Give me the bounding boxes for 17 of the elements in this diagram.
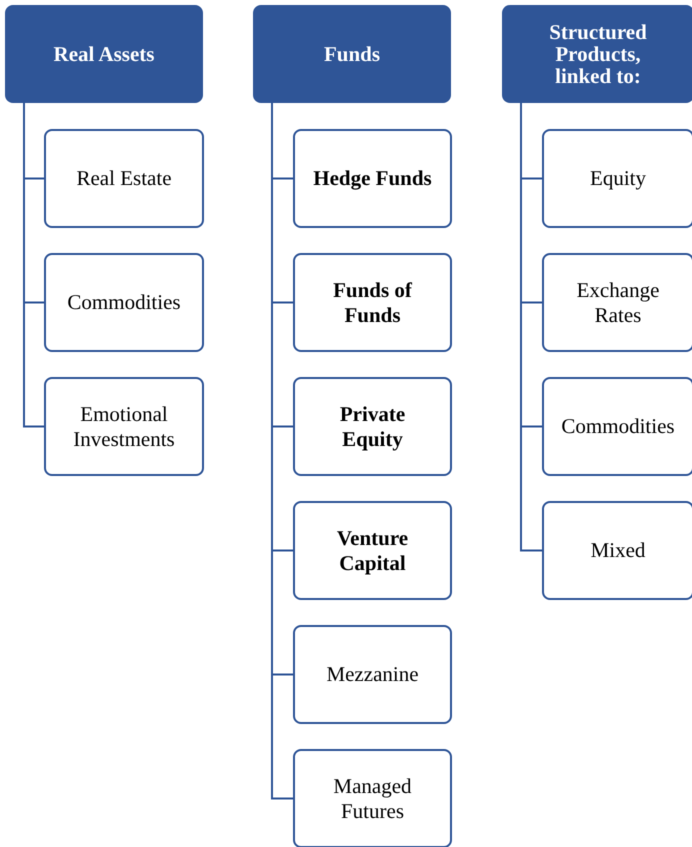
- category-header: Funds: [253, 5, 451, 103]
- category-header: Structured Products, linked to:: [502, 5, 692, 103]
- item-box: Private Equity: [293, 377, 452, 476]
- category-header: Real Assets: [5, 5, 203, 103]
- item-box: Venture Capital: [293, 501, 452, 600]
- item-box: Real Estate: [44, 129, 204, 228]
- item-box: Mezzanine: [293, 625, 452, 724]
- item-box: Funds of Funds: [293, 253, 452, 352]
- item-box: Hedge Funds: [293, 129, 452, 228]
- item-box: Equity: [542, 129, 692, 228]
- connector-line: [23, 103, 44, 428]
- item-box: Managed Futures: [293, 749, 452, 847]
- item-box: Exchange Rates: [542, 253, 692, 352]
- item-box: Commodities: [542, 377, 692, 476]
- item-box: Commodities: [44, 253, 204, 352]
- item-box: Mixed: [542, 501, 692, 600]
- item-box: Emotional Investments: [44, 377, 204, 476]
